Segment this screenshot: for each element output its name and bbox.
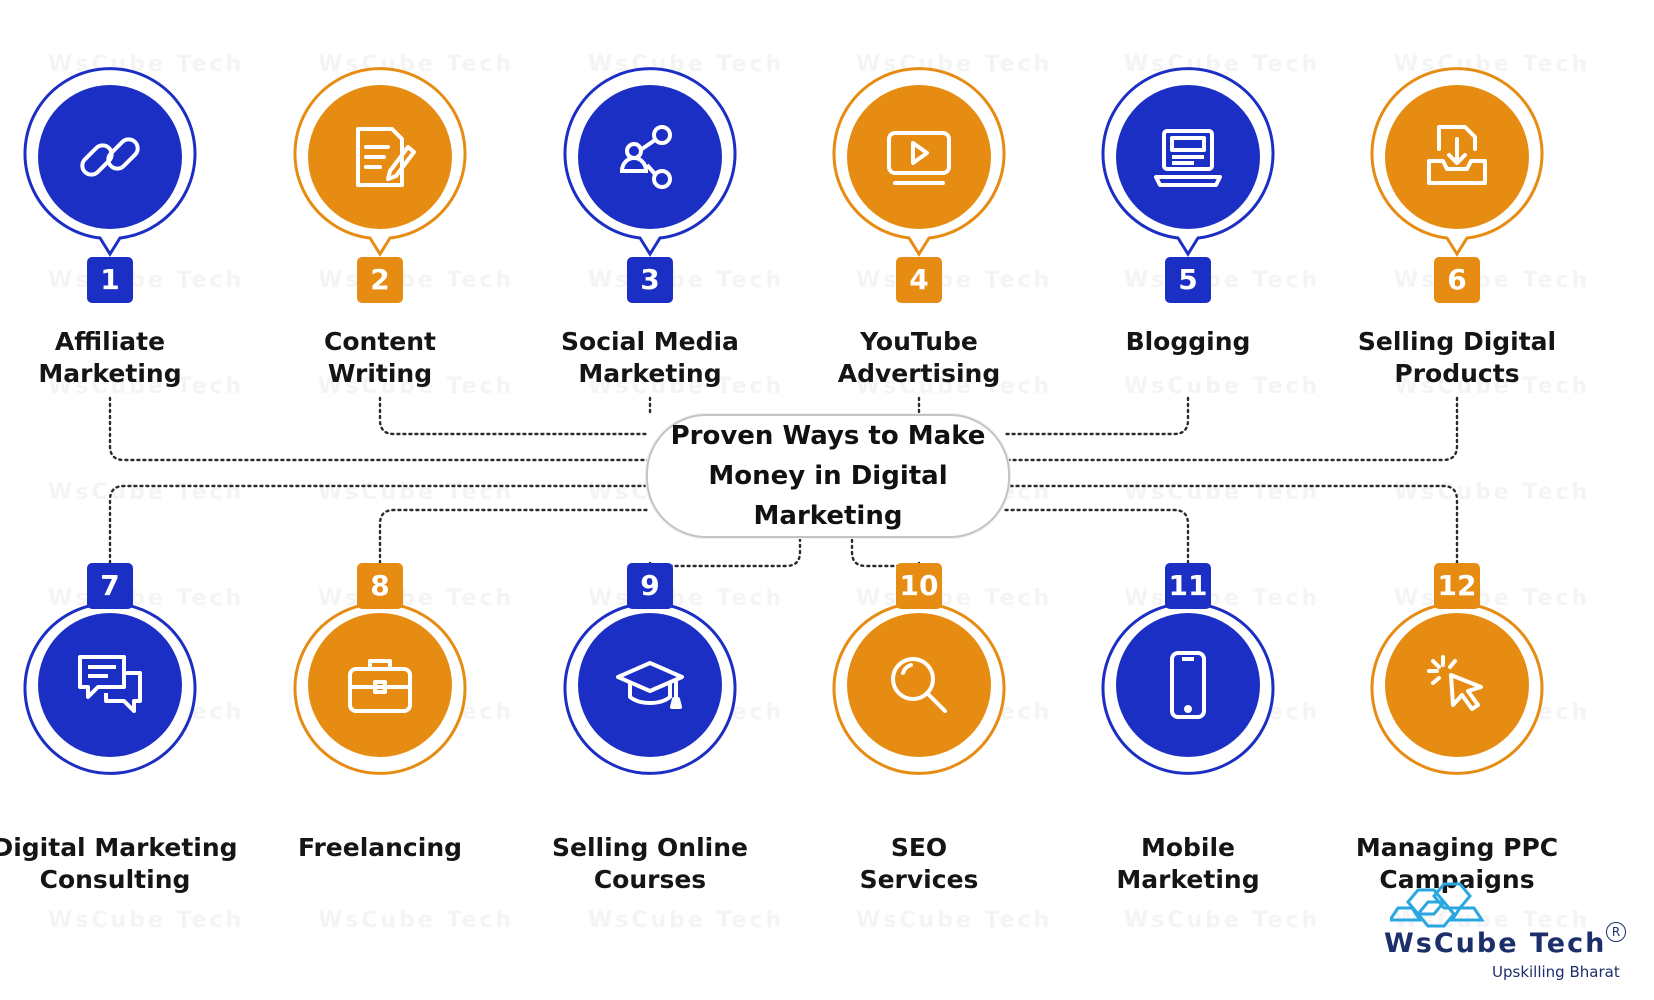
diagram-title: Proven Ways to Make Money in Digital Mar…: [670, 421, 986, 531]
method-node-2: [285, 62, 475, 257]
connector-11: [1002, 508, 1190, 565]
logo-wordmark: WsCube Tech: [1384, 928, 1607, 959]
watermark-text: WsCube Tech: [48, 374, 244, 399]
brand-logo: WsCube Tech R Upskilling Bharat: [1384, 880, 1626, 990]
connector-7: [108, 484, 650, 565]
number-badge-6: 6: [1434, 257, 1480, 303]
method-label-9: Selling Online Courses: [551, 833, 748, 894]
number-badge-2: 2: [357, 257, 403, 303]
method-node-7: [15, 585, 205, 780]
watermark-text: WsCube Tech: [318, 908, 514, 933]
method-node-11: [1093, 585, 1283, 780]
briefcase-icon: [308, 613, 452, 757]
method-node-5: [1093, 62, 1283, 257]
watermark-text: WsCube Tech: [48, 268, 244, 293]
watermark-text: WsCube Tech: [588, 374, 784, 399]
watermark-text: WsCube Tech: [1394, 908, 1590, 933]
registered-mark: R: [1606, 922, 1626, 942]
method-node-6: [1362, 62, 1552, 257]
smartphone-icon: [1116, 613, 1260, 757]
watermark-text: WsCube Tech: [1394, 586, 1590, 611]
watermark-text: WsCube Tech: [856, 374, 1052, 399]
number-badge-10: 10: [896, 563, 942, 609]
link-icon: [38, 85, 182, 229]
number-badge-3: 3: [627, 257, 673, 303]
watermark-text: WsCube Tech: [48, 908, 244, 933]
watermark-text: WsCube Tech: [856, 268, 1052, 293]
connector-8: [378, 508, 650, 565]
number-badge-4: 4: [896, 257, 942, 303]
watermark-text: WsCube Tech: [318, 480, 514, 505]
watermark-text: WsCube Tech: [1394, 374, 1590, 399]
watermark-text: WsCube Tech: [1124, 268, 1320, 293]
graduation-cap-icon: [578, 613, 722, 757]
connector-2: [378, 396, 650, 436]
logo-hexagon-icon: [1390, 882, 1485, 928]
method-label-6: Selling Digital Products: [1357, 327, 1557, 388]
watermark-text: WsCube Tech: [1394, 480, 1590, 505]
method-label-7: Digital Marketing Consulting: [0, 833, 238, 894]
laptop-blog-icon: [1116, 85, 1260, 229]
method-node-10: [824, 585, 1014, 780]
method-node-9: [555, 585, 745, 780]
watermark-text: WsCube Tech: [1124, 586, 1320, 611]
method-label-5: Blogging: [1125, 327, 1251, 356]
watermark-text: WsCube Tech: [318, 268, 514, 293]
method-label-11: Mobile Marketing: [1116, 833, 1260, 894]
watermark-text: WsCube Tech: [856, 908, 1052, 933]
watermark-text: WsCube Tech: [588, 268, 784, 293]
method-label-2: Content Writing: [324, 327, 436, 388]
watermark-text: WsCube Tech: [318, 586, 514, 611]
connector-6: [1002, 396, 1459, 462]
number-badge-1: 1: [87, 257, 133, 303]
watermark-text: WsCube Tech: [48, 480, 244, 505]
connector-12: [1002, 484, 1459, 565]
watermark-text: WsCube Tech: [856, 586, 1052, 611]
method-label-1: Affiliate Marketing: [38, 327, 182, 388]
connector-5: [1002, 396, 1190, 436]
number-badge-8: 8: [357, 563, 403, 609]
center-bubble: Proven Ways to Make Money in Digital Mar…: [646, 414, 1010, 538]
download-file-icon: [1385, 85, 1529, 229]
edit-document-icon: [308, 85, 452, 229]
cursor-click-icon: [1385, 613, 1529, 757]
number-badge-12: 12: [1434, 563, 1480, 609]
logo-tagline: Upskilling Bharat: [1492, 963, 1620, 981]
watermark-text: WsCube Tech: [1394, 268, 1590, 293]
watermark-text: WsCube Tech: [1124, 374, 1320, 399]
watermark-text: WsCube Tech: [588, 908, 784, 933]
method-node-1: [15, 62, 205, 257]
method-label-4: YouTube Advertising: [837, 327, 1001, 388]
method-node-12: [1362, 585, 1552, 780]
method-node-4: [824, 62, 1014, 257]
method-label-10: SEO Services: [859, 833, 979, 894]
connector-1: [108, 396, 650, 462]
method-node-3: [555, 62, 745, 257]
watermark-text: WsCube Tech: [588, 586, 784, 611]
watermark-text: WsCube Tech: [318, 374, 514, 399]
watermark-text: WsCube Tech: [48, 586, 244, 611]
magnifier-icon: [847, 613, 991, 757]
watermark-text: WsCube Tech: [1124, 480, 1320, 505]
method-label-3: Social Media Marketing: [561, 327, 739, 388]
number-badge-7: 7: [87, 563, 133, 609]
chat-bubbles-icon: [38, 613, 182, 757]
method-label-12: Managing PPC Campaigns: [1355, 833, 1559, 894]
method-label-8: Freelancing: [297, 833, 463, 862]
number-badge-5: 5: [1165, 257, 1211, 303]
watermark-text: WsCube Tech: [1124, 908, 1320, 933]
watermark-text: WsCube Tech: [1124, 52, 1320, 77]
number-badge-9: 9: [627, 563, 673, 609]
number-badge-11: 11: [1165, 563, 1211, 609]
share-people-icon: [578, 85, 722, 229]
method-node-8: [285, 585, 475, 780]
video-play-icon: [847, 85, 991, 229]
